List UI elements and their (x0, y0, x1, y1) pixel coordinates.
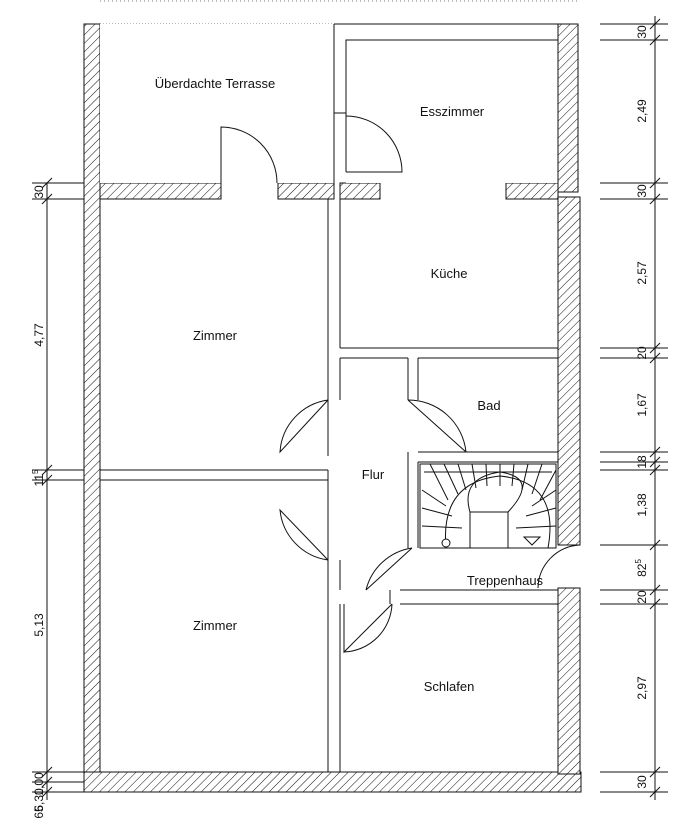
door-zimmer-upper (279, 399, 329, 456)
dim-right-249: 2,49 (635, 99, 649, 123)
hatched-interior-walls (99, 182, 559, 200)
left-dimension-chain: 30 4,77 115 5,13 1,00 6,30 65 (31, 177, 84, 819)
label-stairwell: Treppenhaus (467, 573, 544, 588)
dim-right-30-top: 30 (635, 25, 649, 39)
dim-right-20-b: 20 (635, 590, 649, 604)
dim-right-82: 825 (634, 559, 649, 577)
dim-right-20-a: 20 (635, 346, 649, 360)
dim-left-11: 115 (31, 469, 46, 486)
door-schlafen (343, 603, 393, 654)
dim-right-138: 1,38 (635, 493, 649, 517)
dim-right-18: 18 (635, 455, 649, 469)
right-dimension-chain: 30 2,49 30 2,57 20 1,67 18 1,38 825 20 2… (600, 16, 668, 800)
interior-walls (100, 23, 579, 772)
dim-right-167: 1,67 (635, 393, 649, 417)
dim-left-630: 6,30 (32, 788, 46, 812)
label-terrace: Überdachte Terrasse (155, 76, 275, 91)
dim-left-100: 1,00 (32, 772, 46, 796)
label-kitchen: Küche (431, 266, 468, 281)
dim-left-65: 65 (32, 805, 46, 819)
dim-left-513: 5,13 (32, 613, 46, 637)
dim-left-30: 30 (32, 185, 46, 199)
label-room-lower: Zimmer (193, 618, 238, 633)
dim-right-257: 2,57 (635, 261, 649, 285)
dim-right-30-mid: 30 (635, 184, 649, 198)
door-terrace-left (220, 126, 278, 184)
door-esszimmer (345, 115, 403, 173)
exterior-walls (83, 23, 582, 793)
dim-right-30-bottom: 30 (635, 775, 649, 789)
door-bad (407, 399, 467, 453)
dim-right-297: 2,97 (635, 676, 649, 700)
stair-start-marker (441, 538, 451, 548)
label-bath: Bad (477, 398, 500, 413)
door-exterior-right (537, 544, 581, 589)
dim-left-477: 4,77 (32, 323, 46, 347)
label-dining: Esszimmer (420, 104, 485, 119)
doors (220, 115, 581, 654)
staircase (419, 463, 557, 549)
room-labels: Überdachte Terrasse Esszimmer Küche Zimm… (155, 76, 544, 694)
label-room-upper: Zimmer (193, 328, 238, 343)
door-zimmer-lower (279, 508, 329, 561)
door-treppenhaus (365, 547, 413, 591)
label-bedroom: Schlafen (424, 679, 475, 694)
stair-direction-arrow (522, 536, 542, 546)
label-hall: Flur (362, 467, 385, 482)
